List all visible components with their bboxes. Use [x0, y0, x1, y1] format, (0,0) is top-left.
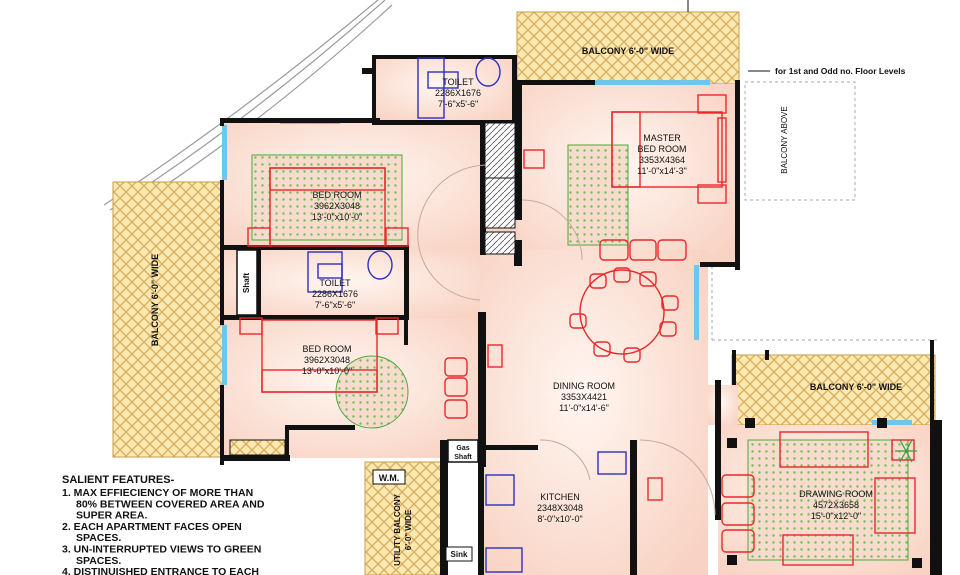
drawing-size-mm: 4572X3658	[813, 500, 859, 510]
rugs	[251, 144, 909, 561]
toilet-mid-name: TOILET	[319, 278, 351, 288]
sink-label: Sink	[451, 550, 468, 559]
kitchen-size-mm: 2348X3048	[537, 503, 583, 513]
bed1-name: BED ROOM	[312, 190, 361, 200]
bed2-size-mm: 3962X3048	[304, 355, 350, 365]
balcony-left-label: BALCONY 6'-0" WIDE	[150, 254, 160, 346]
balcony-right-label: BALCONY 6'-0" WIDE	[810, 382, 902, 392]
sink-box	[445, 546, 473, 562]
gas-label-2: Shaft	[454, 454, 472, 461]
master-name-1: MASTER	[643, 133, 681, 143]
plant-icon	[895, 439, 917, 463]
master-size-ft: 11'-0"x14'-3"	[637, 166, 687, 176]
door-swings	[417, 164, 716, 516]
toilet-top-name: TOILET	[442, 77, 474, 87]
side-tables	[727, 418, 922, 568]
dining-name: DINING ROOM	[553, 381, 615, 391]
shaft-block	[236, 249, 258, 316]
dining-size-mm: 3353X4421	[561, 392, 607, 402]
utility-label-1: UTILITY BALCONY	[393, 493, 402, 566]
gas-shaft-block	[447, 439, 479, 463]
wm-label: W.M.	[379, 473, 400, 483]
feature-line: 3. UN-INTERRUPTED VIEWS TO GREEN	[62, 544, 261, 556]
balcony-above-label: BALCONY ABOVE	[780, 106, 789, 173]
feature-line: SUPER AREA.	[76, 510, 147, 522]
balcony-top-label: BALCONY 6'-0" WIDE	[582, 46, 674, 56]
furniture	[239, 94, 916, 566]
balcony-right	[731, 354, 936, 426]
bed1-size-mm: 3962X3048	[314, 201, 360, 211]
drawing-name: DRAWING ROOM	[799, 489, 873, 499]
feature-line: 2. EACH APARTMENT FACES OPEN	[62, 521, 242, 533]
bed2-size-ft: 13'-0"x10'-0"	[302, 366, 352, 376]
master-size-mm: 3353X4364	[639, 155, 685, 165]
utility-label-2: 6'-0" WIDE	[404, 509, 413, 550]
master-name-2: BED ROOM	[637, 144, 686, 154]
drawing-size-ft: 15'-0"x12'-0"	[811, 511, 861, 521]
shaft-label: Shaft	[242, 273, 251, 293]
wardrobes	[229, 122, 516, 456]
floor-note: for 1st and Odd no. Floor Levels	[775, 66, 906, 76]
dining-size-ft: 11'-0"x14'-6"	[559, 403, 609, 413]
feature-line: 4. DISTINUISHED ENTRANCE TO EACH	[62, 566, 259, 575]
toilet-top-size-mm: 2286X1676	[435, 88, 481, 98]
balcony-left	[112, 181, 224, 458]
gas-label-1: Gas	[456, 445, 469, 452]
toilet-mid-size-mm: 2286X1676	[312, 289, 358, 299]
bed1-size-ft: 13'-0"x10'-0"	[312, 212, 362, 222]
walls	[220, 55, 942, 575]
wm-box	[372, 469, 406, 485]
feature-line: 1. MAX EFFIECIENCY OF MORE THAN	[62, 487, 253, 499]
toilet-mid-size-ft: 7'-6"x5'-6"	[315, 300, 355, 310]
kitchen-size-ft: 8'-0"x10'-0"	[537, 514, 582, 524]
feature-line: 80% BETWEEN COVERED AREA AND	[76, 498, 265, 510]
features-title: SALIENT FEATURES-	[62, 474, 175, 486]
balcony-above-outline	[744, 81, 856, 201]
feature-line: SPACES.	[76, 555, 121, 567]
bed2-name: BED ROOM	[302, 344, 351, 354]
sanitary-fixtures	[307, 57, 627, 573]
kitchen-name: KITCHEN	[540, 492, 580, 502]
balcony-top	[516, 11, 740, 85]
toilet-top-size-ft: 7'-6"x5'-6"	[438, 99, 478, 109]
feature-line: SPACES.	[76, 532, 121, 544]
